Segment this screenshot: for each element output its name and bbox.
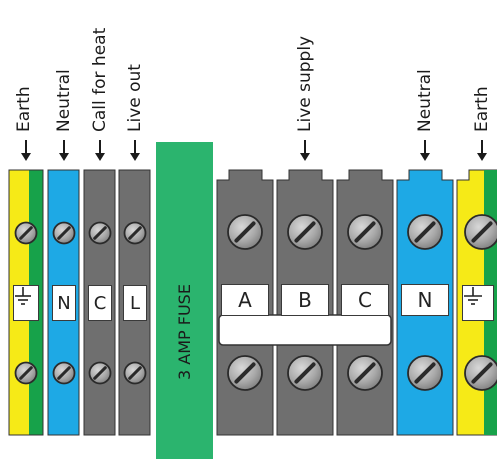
screw-icon — [347, 355, 383, 391]
screw-icon — [287, 355, 323, 391]
terminal-label-n-right: N — [401, 284, 449, 316]
screw-icon — [14, 221, 38, 245]
screw-icon — [88, 361, 112, 385]
earth-ground-icon — [462, 285, 494, 321]
down-arrow-icon — [21, 140, 487, 161]
fuse-body — [156, 142, 213, 459]
terminal-label-a: A — [221, 284, 269, 316]
screw-icon — [88, 221, 112, 245]
screws — [14, 214, 497, 391]
screw-icon — [123, 361, 147, 385]
terminal-label-b: B — [281, 284, 329, 316]
screw-icon — [407, 355, 443, 391]
screw-icon — [464, 214, 497, 250]
screw-icon — [347, 214, 383, 250]
screw-icon — [52, 221, 76, 245]
screw-icon — [407, 214, 443, 250]
screw-icon — [227, 355, 263, 391]
screw-icon — [14, 361, 38, 385]
screw-icon — [287, 214, 323, 250]
screw-icon — [52, 361, 76, 385]
fuse-label: 3 AMP FUSE — [175, 284, 194, 380]
label-strip — [218, 314, 392, 346]
terminal-label-c: C — [341, 284, 389, 316]
terminal-label-l: L — [123, 285, 147, 321]
earth-ground-icon — [13, 285, 39, 321]
terminal-label-n-left: N — [52, 285, 76, 321]
screw-icon — [227, 214, 263, 250]
screw-icon — [123, 221, 147, 245]
terminal-label-c-left: C — [88, 285, 112, 321]
screw-icon — [464, 355, 497, 391]
